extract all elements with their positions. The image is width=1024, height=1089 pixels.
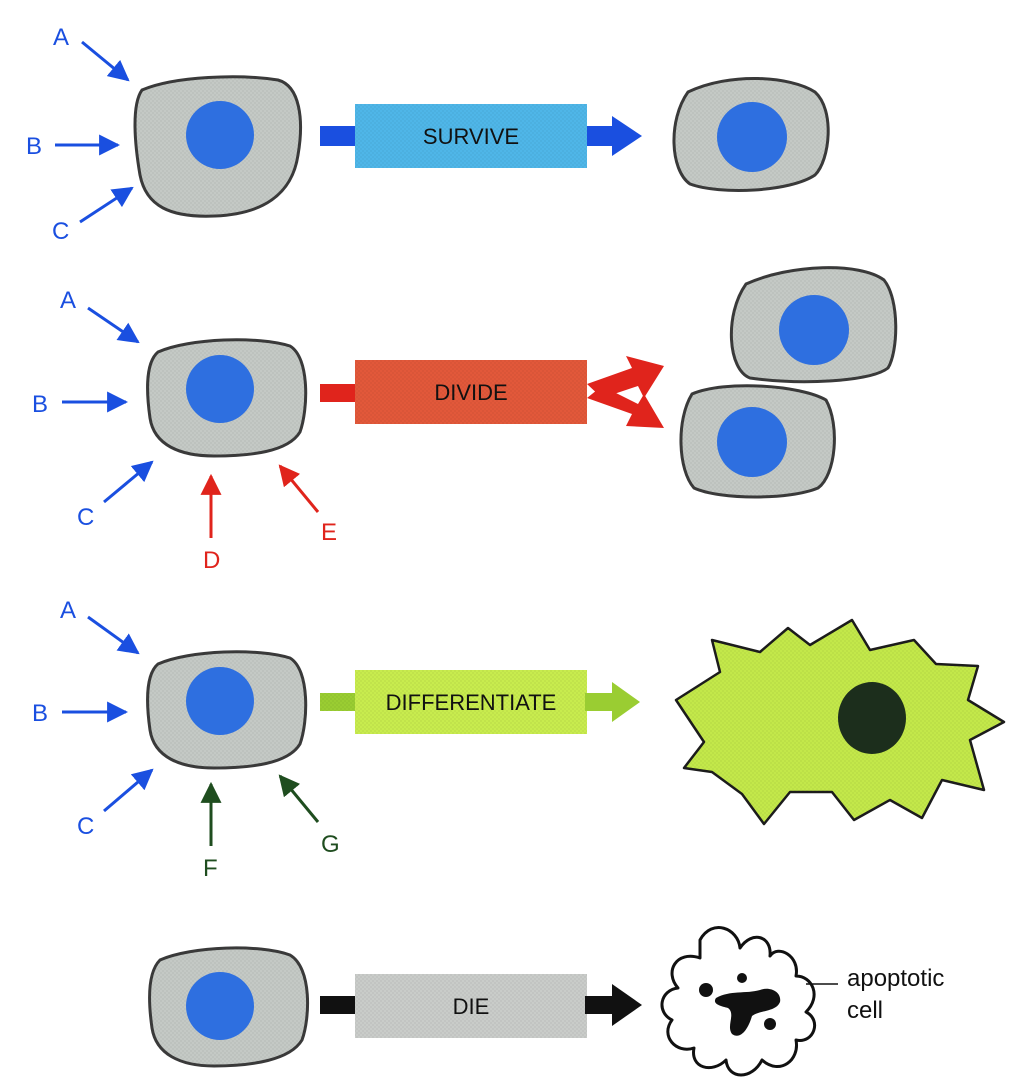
signal-label-b: B [26,133,42,160]
signal-label-b: B [32,700,48,727]
daughter-cell-bottom [679,384,836,499]
signal-label-b: B [32,391,48,418]
input-cell [133,75,302,218]
die-process-arrow: DIE [320,974,642,1038]
nucleus [838,682,906,754]
divide-process-arrow: DIVIDE [320,356,664,428]
fragmented-nucleus [699,973,781,1036]
outcome-label-divide: DIVIDE [434,380,507,405]
signal-arrow-c [103,460,154,504]
outcome-label-survive: SURVIVE [423,124,519,149]
signal-c: C [77,460,154,531]
signal-label-c: C [77,813,94,840]
signal-label-f: F [203,855,218,882]
row-die: DIE apoptotic cell [148,926,944,1077]
signal-f: F [200,781,222,882]
row-survive: A B C SURVIVE [26,24,830,245]
input-cell [148,946,310,1068]
signal-label-d: D [203,547,220,574]
signal-arrow-e [278,464,320,513]
row-divide: A B C D E DIVIDE [32,266,898,574]
signal-b: B [26,133,121,160]
outcome-label-differentiate: DIFFERENTIATE [386,690,557,715]
input-cell [146,338,308,458]
apoptotic-label-line1: apoptotic [847,965,944,992]
signal-arrow-a [87,615,140,655]
apoptotic-label-line2: cell [847,997,883,1024]
nucleus [717,407,787,477]
differentiated-cell [674,618,1006,826]
signal-label-a: A [60,287,76,314]
signal-arrow-a [81,40,130,82]
nucleus [186,355,254,423]
signal-arrow-g [278,774,320,823]
signal-arrow-c [103,768,154,813]
nucleus [186,101,254,169]
input-cell [146,650,308,770]
signal-arrow-c [79,186,134,224]
signal-arrow-a [87,306,140,344]
surviving-cell [672,77,830,192]
signal-label-a: A [60,597,76,624]
signal-c: C [52,186,134,245]
nucleus [717,102,787,172]
signal-g: G [278,774,340,858]
signal-a: A [60,597,140,655]
signal-c: C [77,768,154,840]
signal-label-g: G [321,831,340,858]
apoptotic-cell [660,926,838,1077]
signal-a: A [53,24,130,82]
nucleus [186,972,254,1040]
signal-a: A [60,287,140,344]
signal-label-e: E [321,519,337,546]
signal-e: E [278,464,337,546]
survive-process-arrow: SURVIVE [320,104,642,168]
signal-label-a: A [53,24,69,51]
signal-label-c: C [77,504,94,531]
outcome-label-die: DIE [453,994,490,1019]
signal-b: B [32,391,129,418]
nucleus [186,667,254,735]
signal-label-c: C [52,218,69,245]
row-differentiate: A B C F G DIFFERENTIATE [32,597,1006,882]
signal-b: B [32,700,129,727]
nucleus [779,295,849,365]
signal-d: D [200,473,222,574]
differentiate-process-arrow: DIFFERENTIATE [320,670,640,734]
daughter-cell-top [729,266,898,384]
